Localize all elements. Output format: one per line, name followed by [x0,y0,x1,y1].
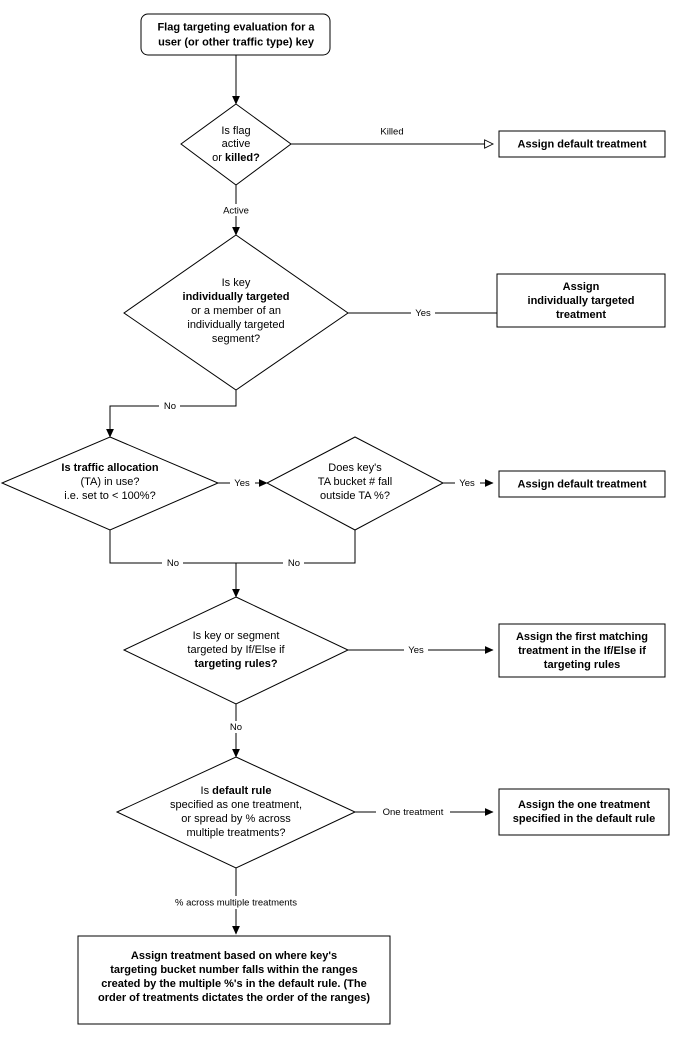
node-decision-ifelse-rules[interactable]: Is key or segment targeted by If/Else if… [122,596,350,705]
node-assign-individually-targeted[interactable]: Assign individually targeted treatment [496,273,666,328]
edge-ta-bucket-no [236,530,356,564]
node-decision-ta-bucket[interactable]: Does key's TA bucket # fall outside TA %… [265,436,445,531]
edge-traffic-allocation-no [109,530,236,564]
node-decision-traffic-allocation[interactable]: Is traffic allocation (TA) in use? i.e. … [0,436,220,531]
decision-ifelse-line-1: Is key or segment [193,630,280,642]
decision-individually-line-2: individually targeted [183,291,290,303]
assign-by-ranges-line-4: order of treatments dictates the order o… [98,992,370,1004]
decision-ta-bucket-line-2: TA bucket # fall [318,476,392,488]
edge-labels: Killed Active Yes No Yes Yes No No Yes N… [158,125,480,909]
edge-label-yes-individually: Yes [415,308,431,319]
edge-individually-no [106,390,237,438]
decision-default-rule-line-3: or spread by % across [181,813,291,825]
assign-by-ranges-line-2: targeting bucket number falls within the… [110,964,358,976]
assign-by-ranges-line-3: created by the multiple %'s in the defau… [101,978,366,990]
decision-individually-line-5: segment? [212,333,260,345]
assign-one-treatment-line-2: specified in the default rule [513,813,655,825]
assign-individually-line-1: Assign [563,281,600,293]
assign-first-matching-line-2: treatment in the If/Else if [518,645,646,657]
decision-traffic-allocation-line-3: i.e. set to < 100%? [64,490,155,502]
edge-label-killed: Killed [380,127,403,138]
decision-default-rule-line-4: multiple treatments? [186,827,285,839]
decision-individually-line-4: individually targeted [187,319,284,331]
node-assign-default-2[interactable]: Assign default treatment [498,470,666,498]
decision-ifelse-line-2: targeted by If/Else if [187,644,285,656]
assign-one-treatment-line-1: Assign the one treatment [518,799,650,811]
decision-ifelse-line-3: targeting rules? [194,658,277,670]
edge-label-yes-traffic-allocation: Yes [234,478,250,489]
node-start-line-2: user (or other traffic type) key [158,36,315,48]
node-assign-one-treatment[interactable]: Assign the one treatment specified in th… [498,788,670,836]
decision-individually-line-1: Is key [222,277,251,289]
assign-first-matching-line-1: Assign the first matching [516,631,648,643]
edge-label-no-ta-bucket: No [288,558,300,569]
edge-label-no-traffic-allocation: No [167,558,179,569]
node-assign-default-1[interactable]: Assign default treatment [498,130,666,158]
edge-label-no-ifelse: No [230,722,242,733]
assign-by-ranges-line-1: Assign treatment based on where key's [131,950,337,962]
edge-label-no-individually: No [164,401,176,412]
assign-default-2-line-1: Assign default treatment [518,478,647,490]
decision-flag-active-line-1: Is flag [221,125,250,137]
decision-ta-bucket-line-1: Does key's [328,462,382,474]
assign-individually-line-2: individually targeted [528,295,635,307]
decision-ta-bucket-line-3: outside TA %? [320,490,390,502]
edge-label-one-treatment: One treatment [383,807,444,818]
decision-flag-active-line-2: active [222,138,251,150]
node-assign-first-matching[interactable]: Assign the first matching treatment in t… [498,623,666,678]
assign-individually-line-3: treatment [556,309,606,321]
decision-traffic-allocation-line-2: (TA) in use? [80,476,139,488]
decision-traffic-allocation-line-1: Is traffic allocation [61,462,158,474]
edge-label-yes-ta-bucket: Yes [459,478,475,489]
decision-default-rule-line-2: specified as one treatment, [170,799,302,811]
edge-label-yes-ifelse: Yes [408,645,424,656]
node-start[interactable]: Flag targeting evaluation for a user (or… [140,13,331,56]
edge-label-percent-across: % across multiple treatments [175,898,297,909]
node-decision-flag-active[interactable]: Is flag active or killed? [180,103,292,186]
node-decision-individually-targeted[interactable]: Is key individually targeted or a member… [123,234,349,391]
edge-label-active: Active [223,206,249,217]
node-assign-by-ranges[interactable]: Assign treatment based on where key's ta… [77,935,391,1025]
decision-flag-active-line-3: or killed? [212,152,260,164]
decision-individually-line-3: or a member of an [191,305,281,317]
node-start-line-1: Flag targeting evaluation for a [157,21,315,33]
decision-default-rule-line-1: Is default rule [201,785,272,797]
assign-default-1-line-1: Assign default treatment [518,138,647,150]
assign-first-matching-line-3: targeting rules [544,659,620,671]
node-decision-default-rule[interactable]: Is default rule specified as one treatme… [115,756,357,869]
